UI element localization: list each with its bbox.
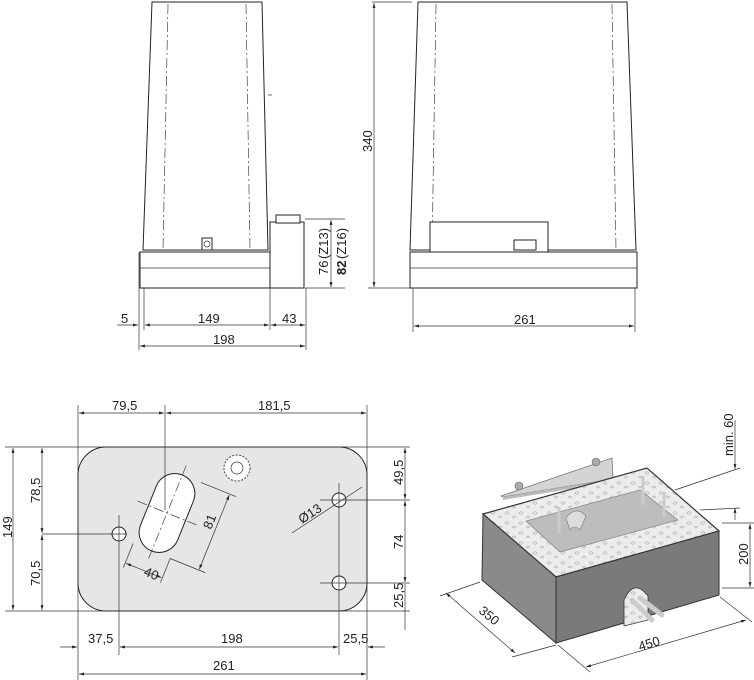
dim-43: 43	[282, 311, 296, 326]
dim-25-5-bottom: 25,5	[343, 631, 368, 646]
dim-79-5: 79,5	[112, 398, 137, 413]
dim-82-note: (Z16)	[334, 228, 349, 259]
base-side	[139, 251, 271, 289]
cable-slot	[123, 465, 237, 583]
screw-icon	[201, 237, 213, 251]
dim-200: 200	[736, 543, 751, 565]
front-view: 340 261	[360, 1, 638, 332]
box-front	[555, 530, 720, 644]
side-view: 76 (Z13) 82 (Z16) 5 149 43 198	[117, 1, 349, 350]
dim-70-5: 70,5	[28, 561, 43, 586]
dim-198: 198	[213, 332, 235, 347]
dim-261-front: 261	[514, 312, 536, 327]
cable-conduit-elbow	[565, 510, 587, 531]
foundation-box: min. 60 200 350 450	[439, 413, 754, 673]
dim-149-plate: 149	[0, 516, 15, 538]
dim-261-plate: 261	[213, 658, 235, 673]
dim-min-60: min. 60	[721, 413, 736, 456]
dim-74: 74	[391, 535, 406, 549]
dim-340: 340	[360, 130, 375, 152]
dim-76-note: (Z13)	[316, 228, 331, 259]
motor-cover-side	[142, 1, 269, 251]
base-plate-iso	[525, 489, 679, 553]
dim-76: 76	[316, 261, 331, 275]
dim-78-5: 78,5	[28, 478, 43, 503]
base-plate-drawing: 40 81 Ø13 79,5 181,5 149 78,5 70,5	[0, 398, 410, 680]
dim-450: 450	[636, 633, 661, 654]
dim-149: 149	[198, 311, 220, 326]
dim-25-5-right: 25,5	[391, 583, 406, 608]
motor-housing	[269, 221, 305, 289]
dim-40: 40	[142, 564, 161, 583]
dim-350: 350	[476, 603, 502, 628]
dim-198-plate: 198	[221, 631, 243, 646]
dim-82: 82	[334, 261, 349, 275]
dim-181-5: 181,5	[258, 398, 291, 413]
dim-5: 5	[121, 311, 128, 326]
gear-icon	[223, 454, 251, 482]
base-front	[409, 251, 638, 289]
motor-cover-front	[409, 1, 637, 251]
dim-49-5: 49,5	[391, 460, 406, 485]
dim-81: 81	[200, 512, 219, 531]
dim-37-5: 37,5	[88, 631, 113, 646]
